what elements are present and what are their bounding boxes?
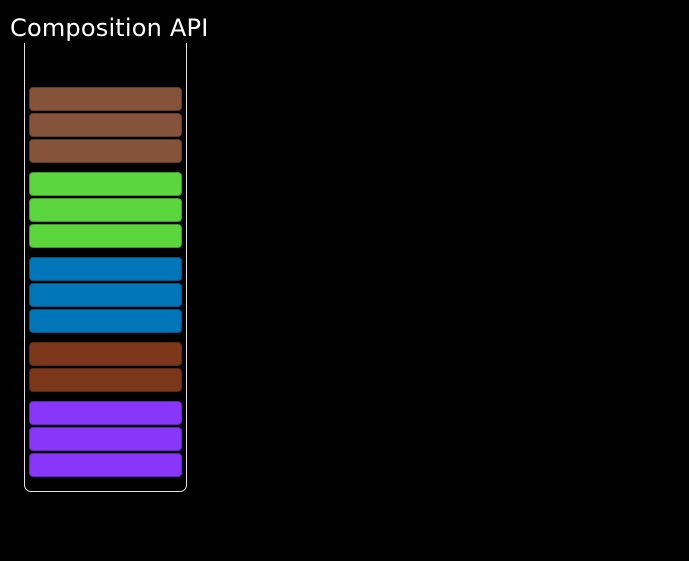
code-segment-blue [29,283,182,307]
code-segment-blue [29,309,182,333]
code-segment-green [29,172,182,196]
code-segment-brown [29,113,182,137]
code-segment-dark-red [29,368,182,392]
code-segment-purple [29,401,182,425]
code-segment-brown [29,87,182,111]
code-segment-dark-red [29,342,182,366]
code-segment-green [29,224,182,248]
code-segment-purple [29,427,182,451]
composition-column [24,43,187,492]
code-segment-brown [29,139,182,163]
page-title: Composition API [10,14,209,42]
code-segment-purple [29,453,182,477]
code-segment-blue [29,257,182,281]
code-segment-green [29,198,182,222]
